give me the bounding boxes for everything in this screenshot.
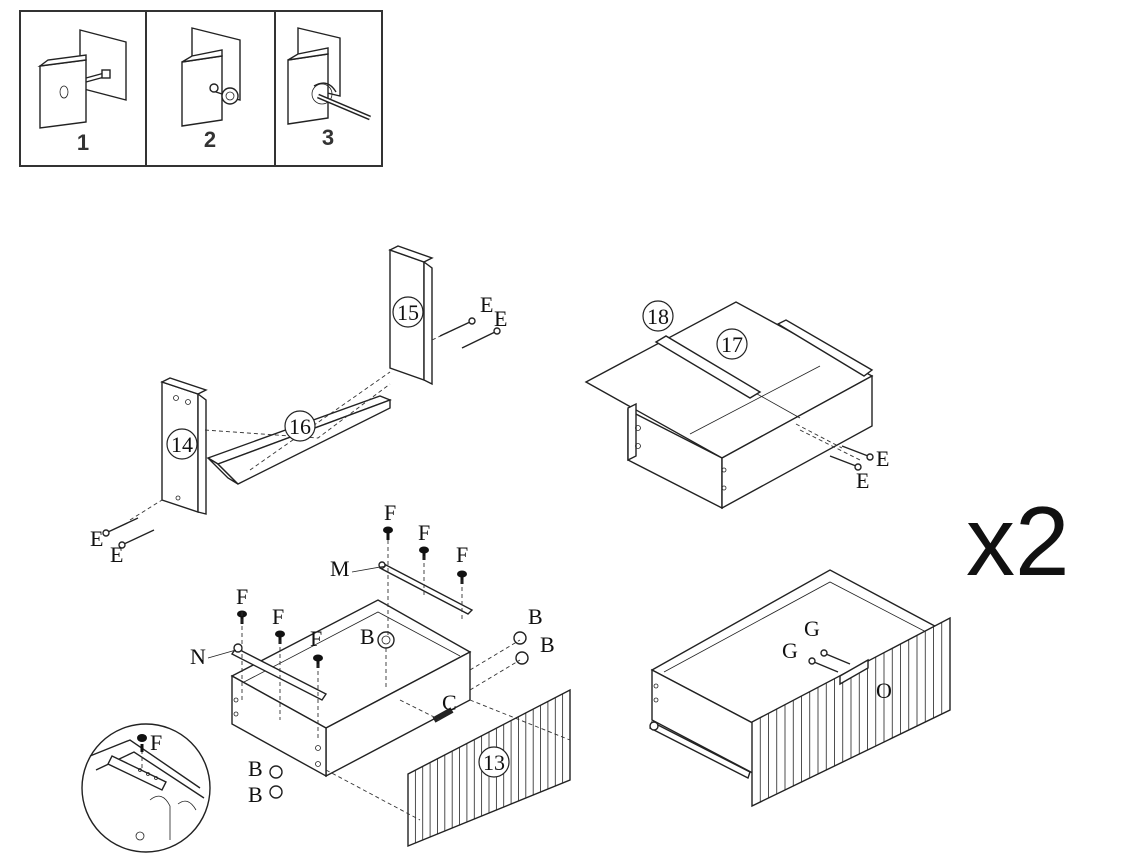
panel-label-18: 18 (647, 304, 669, 329)
hardware-label-e-2: E (494, 306, 507, 331)
step-1-illustration (37, 29, 127, 129)
hardware-label-e-3: E (90, 526, 103, 551)
panel-label-15: 15 (397, 300, 419, 325)
step-number-1: 1 (77, 130, 89, 155)
hardware-label-f-4: F (236, 584, 248, 609)
hardware-label-f-detail: F (150, 730, 162, 755)
hardware-label-b-1: B (360, 624, 375, 649)
hardware-label-e-5: E (876, 446, 889, 471)
panel-label-13: 13 (483, 750, 505, 775)
hardware-label-b-4: B (248, 756, 263, 781)
hardware-label-b-2: B (528, 604, 543, 629)
step-2-illustration (181, 27, 241, 127)
hardware-label-f-5: F (272, 604, 284, 629)
frame-assembly-14-15-16: 15 16 14 E E E E (90, 245, 507, 567)
hardware-label-f-3: F (456, 542, 468, 567)
hardware-label-f-2: F (418, 520, 430, 545)
detail-inset: F (81, 723, 211, 853)
cam-lock-step-strip: 1 2 3 (19, 10, 383, 167)
hardware-label-o: O (876, 678, 892, 703)
hardware-label-b-5: B (248, 782, 263, 807)
panel-label-14: 14 (171, 432, 193, 457)
hardware-label-f-1: F (384, 500, 396, 525)
step-3-illustration (287, 27, 371, 125)
hardware-label-f-6: F (310, 626, 322, 651)
hardware-label-e-4: E (110, 542, 123, 567)
panel-label-17: 17 (721, 332, 743, 357)
step-number-2: 2 (204, 127, 216, 152)
step-number-3: 3 (322, 125, 334, 150)
completed-drawer: G G O (649, 569, 951, 808)
hardware-label-g-1: G (804, 616, 820, 641)
hardware-label-n: N (190, 644, 206, 669)
drawer-assembly: 13 F F F F F F M N B B B B B C (190, 500, 571, 848)
panel-label-16: 16 (289, 414, 311, 439)
hardware-label-g-2: G (782, 638, 798, 663)
hardware-label-c: C (442, 690, 457, 715)
hardware-label-e-6: E (856, 468, 869, 493)
box-assembly-17-18: 18 17 E E (584, 300, 889, 510)
hardware-label-e-1: E (480, 292, 493, 317)
quantity-multiplier: x2 (966, 486, 1070, 596)
hardware-label-b-3: B (540, 632, 555, 657)
drawer-front-ridges (759, 622, 943, 802)
hardware-label-m: M (330, 556, 350, 581)
